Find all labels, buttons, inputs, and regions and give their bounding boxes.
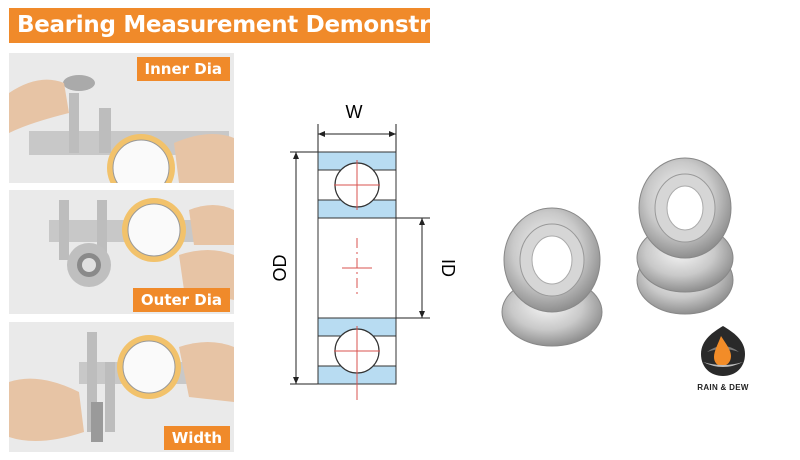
od-arrow-bottom xyxy=(293,377,299,384)
caliper-measuring-outer-diameter-image xyxy=(9,190,234,314)
id-arrow-top xyxy=(419,218,425,225)
od-dimension-label: OD xyxy=(270,254,290,281)
id-arrow-bottom xyxy=(419,311,425,318)
inner-dia-label: Inner Dia xyxy=(136,57,230,81)
bearing-cross-section-diagram: W OD ID xyxy=(270,102,458,400)
outer-dia-label: Outer Dia xyxy=(132,288,230,312)
page-title: Bearing Measurement Demonstrate xyxy=(9,8,430,43)
bearing-stack-left xyxy=(501,207,603,347)
width-label: Width xyxy=(163,426,230,450)
bearing-product-photo xyxy=(501,157,734,347)
photo-width: Width xyxy=(9,322,234,452)
photo-inner-diameter: Inner Dia xyxy=(9,53,234,183)
od-arrow-top xyxy=(293,152,299,159)
id-dimension-label: ID xyxy=(438,259,458,277)
photo-outer-diameter: Outer Dia xyxy=(9,190,234,314)
brand-logo: RAIN & DEW xyxy=(683,322,763,392)
width-arrow-left xyxy=(318,131,325,137)
width-dimension-label: W xyxy=(346,102,363,122)
logo-wordmark: RAIN & DEW xyxy=(697,383,749,392)
width-arrow-right xyxy=(389,131,396,137)
rain-and-dew-logo-icon xyxy=(701,326,745,376)
bearing-stack-right xyxy=(636,157,734,315)
